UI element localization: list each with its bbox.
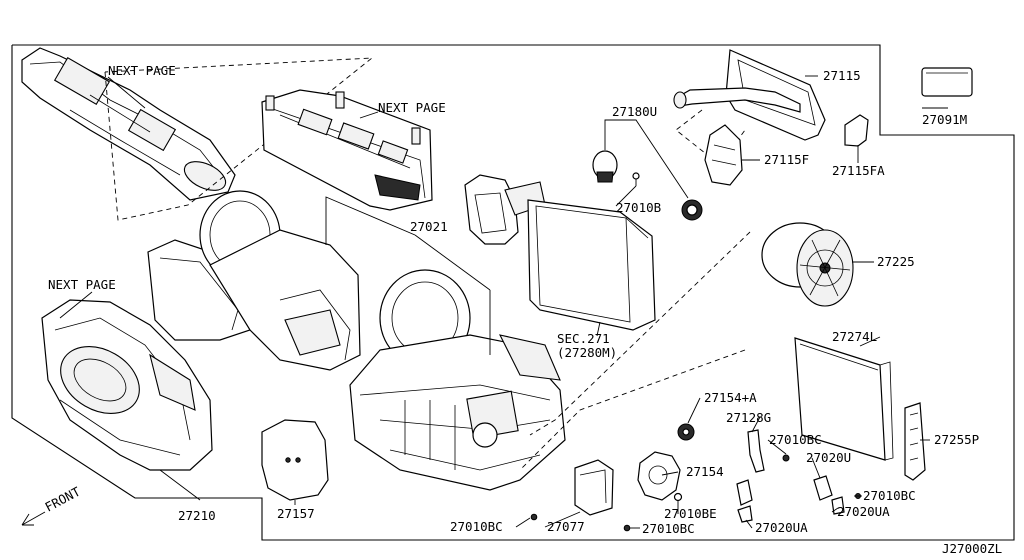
part-27210 (41, 299, 213, 471)
label-27180u: 27180U (612, 104, 657, 119)
part-27091m (921, 67, 973, 97)
label-27010bc-2: 27010BC (863, 488, 916, 503)
label-27157: 27157 (277, 506, 315, 521)
label-sec271: SEC.271 (557, 331, 610, 346)
label-27255p: 27255P (934, 432, 979, 447)
label-27021: 27021 (410, 219, 448, 234)
label-27154a: 27154+A (704, 390, 757, 405)
p27180u-leader (604, 119, 689, 199)
p27021-leader-2 (414, 234, 491, 291)
part-27020u (813, 475, 861, 501)
label-27091m: 27091M (922, 112, 967, 127)
label-27274l: 27274L (832, 329, 877, 344)
diagram-code: J27000ZL (942, 541, 1002, 556)
label-27010bc-3: 27010BC (450, 519, 503, 534)
label-27020ua-1: 27020UA (837, 504, 890, 519)
part-27157 (261, 419, 329, 501)
part-27274l (794, 337, 894, 461)
part-27021-right-case (349, 269, 566, 491)
label-next-page-1: NEXT PAGE (108, 63, 176, 78)
part-27010b-screw (632, 172, 640, 186)
front-arrow-icon (21, 511, 46, 526)
part-27115 (673, 49, 826, 141)
screw-27010bc-bottom (530, 513, 631, 532)
label-27020u: 27020U (806, 450, 851, 465)
part-27115f (704, 124, 743, 186)
blower-dash (529, 231, 751, 436)
label-27010be: 27010BE (664, 506, 717, 521)
label-27115f: 27115F (764, 152, 809, 167)
upper-left-duct (21, 47, 236, 201)
label-27210: 27210 (178, 508, 216, 523)
label-27128g: 27128G (726, 410, 771, 425)
part-27021-left-case (147, 190, 361, 371)
label-27225: 27225 (877, 254, 915, 269)
label-27010bc-1: 27010BC (769, 432, 822, 447)
duct-dash-box (104, 57, 374, 221)
part-27255p (904, 402, 926, 481)
label-next-page-2: NEXT PAGE (378, 100, 446, 115)
p27021-leader (325, 196, 416, 245)
label-27010bc-4: 27010BC (642, 521, 695, 536)
label-27115fa: 27115FA (832, 163, 885, 178)
label-27020ua-2: 27020UA (755, 520, 808, 535)
label-front: FRONT (42, 484, 83, 515)
filter-dash (519, 349, 746, 471)
leaders (59, 75, 948, 529)
label-sec271-ref: (27280M) (557, 345, 617, 360)
part-27154a (677, 423, 695, 441)
label-next-page-3: NEXT PAGE (48, 277, 116, 292)
diagram-frame (11, 44, 1015, 541)
part-27020ua-a (736, 479, 753, 523)
upper-middle-unit (261, 89, 433, 211)
label-27115: 27115 (823, 68, 861, 83)
part-27115fa (844, 114, 869, 147)
part-27154 (637, 451, 683, 502)
part-27180u-valve (592, 150, 618, 183)
part-27180u-gear (681, 199, 703, 221)
part-27128g (747, 429, 790, 473)
label-27010b: 27010B (616, 200, 661, 215)
part-27077 (574, 459, 614, 516)
label-27154: 27154 (686, 464, 724, 479)
label-27077: 27077 (547, 519, 585, 534)
part-27225 (761, 222, 854, 307)
part-27280m-evaporator (527, 199, 656, 331)
